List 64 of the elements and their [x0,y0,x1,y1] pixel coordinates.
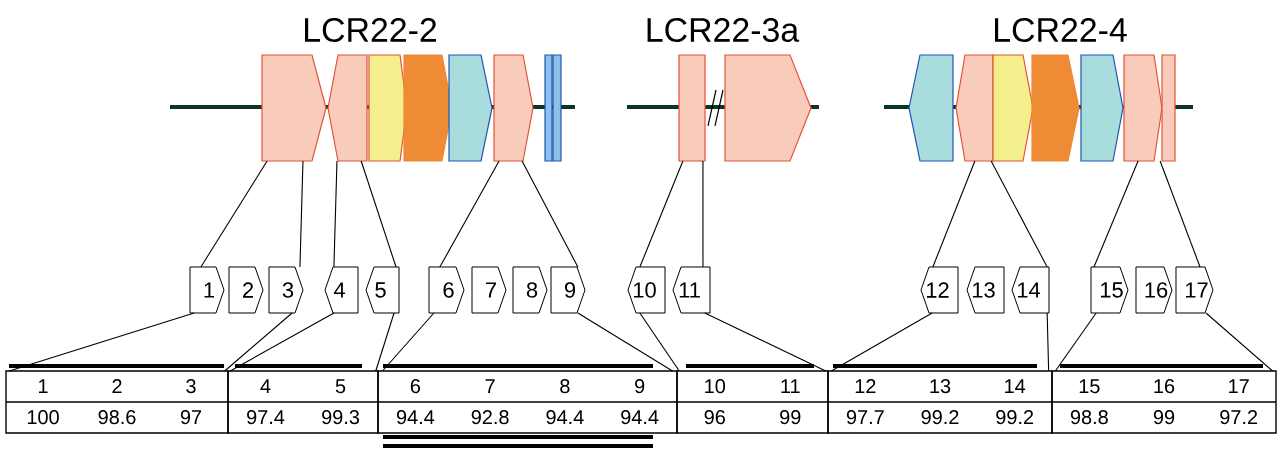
connector-line [1205,312,1274,372]
numbered-pentagon: 13 [966,266,1005,314]
region-title: LCR22-3a [647,18,800,42]
connector-line [200,160,268,268]
connector-line [577,312,674,372]
connector-line [8,312,195,372]
region-title: LCR22-4 [995,18,1127,42]
numbered-pentagon: 14 [1011,266,1050,314]
numbered-pentagon: 8 [512,266,548,314]
connector-line [830,312,933,372]
numbered-pentagon: 17 [1175,266,1214,314]
connector-line [990,160,1048,268]
connector-line [932,160,976,268]
connector-line [521,160,579,268]
gene-block [544,54,553,162]
numbered-pentagon: 16 [1135,266,1173,314]
connector-line [299,160,304,268]
gene-block [908,54,954,162]
table-group: 10 11 96 99 [676,370,829,434]
numbered-pentagon: 2 [228,266,264,314]
connector-line [1046,312,1050,372]
connector-line [224,312,293,372]
connector-line [639,312,680,372]
table-group: 1 2 3 100 98.6 97 [5,370,229,434]
gene-block [448,54,493,162]
numbered-pentagon: 3 [268,266,304,314]
numbered-pentagon: 11 [672,266,711,314]
gene-block [261,54,327,162]
table-group: 4 5 97.4 99.3 [227,370,379,434]
connector-line [702,160,704,268]
numbered-pentagon: 1 [189,266,225,314]
connector-line [229,312,335,372]
numbered-pentagon: 9 [550,266,586,314]
gene-block [327,54,368,162]
numbered-pentagon: 12 [920,266,959,314]
connector-line [1093,160,1139,268]
numbered-pentagon: 5 [365,266,400,314]
numbered-pentagon: 10 [627,266,666,314]
connector-line [381,312,435,372]
gene-block [724,54,812,162]
connector-line [639,160,684,268]
connector-line [704,312,827,372]
connector-line [375,312,395,372]
gene-block [493,54,534,162]
numbered-pentagon: 6 [428,266,465,314]
table-group: 15 16 17 98.8 99 97.2 [1051,370,1277,434]
gene-block [992,54,1034,162]
connector-line [1054,312,1097,372]
gene-block [678,54,706,162]
table-group: 12 13 14 97.7 99.2 99.2 [827,370,1053,434]
gene-block [955,54,994,162]
connector-line [1159,160,1201,268]
numbered-pentagon: 7 [471,266,507,314]
gene-block [1031,54,1080,162]
connector-line [360,160,397,268]
numbered-pentagon: 4 [324,266,359,314]
connector-line [439,160,500,268]
gene-block [1080,54,1124,162]
connector-line [333,160,338,268]
numbered-pentagon: 15 [1090,266,1129,314]
table-group: 6 7 8 9 94.4 92.8 94.4 94.4 [377,370,678,434]
gene-block [552,54,562,162]
gene-block [1161,54,1176,162]
region-title: LCR22-2 [305,18,437,42]
